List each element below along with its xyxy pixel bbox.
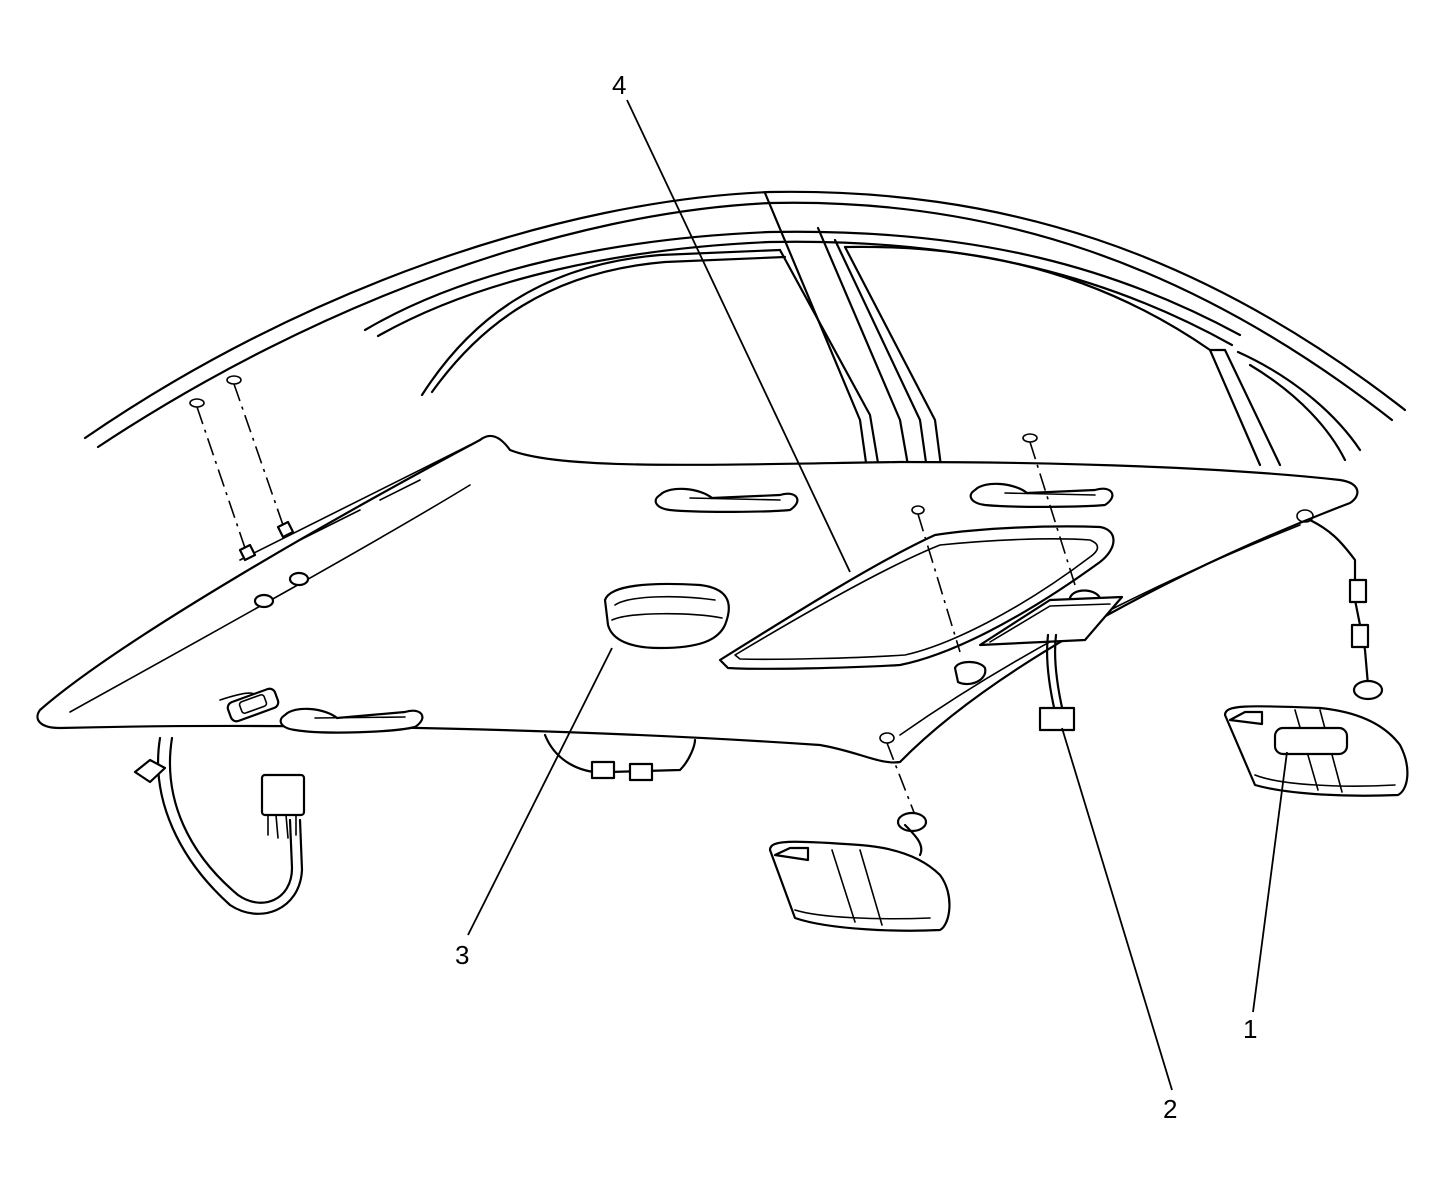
leader-line-1 bbox=[1252, 751, 1288, 1013]
leader-line-3 bbox=[467, 647, 613, 936]
wiring-harness bbox=[133, 518, 1384, 915]
callout-label-2: 2 bbox=[1163, 1094, 1178, 1124]
assist-handle-rear-right bbox=[279, 707, 424, 734]
leader-line-4 bbox=[626, 99, 851, 573]
assist-handle-front-left bbox=[969, 482, 1114, 508]
fasteners bbox=[189, 375, 1314, 816]
sunroof-opening bbox=[718, 525, 1115, 670]
headliner-fixtures bbox=[226, 571, 1124, 723]
callout-label-1: 1 bbox=[1243, 1014, 1258, 1044]
roof-outline bbox=[83, 190, 1407, 507]
assist-handle-rear-left bbox=[654, 487, 799, 513]
rear-dome-lamp bbox=[603, 582, 730, 650]
callout-label-4: 4 bbox=[612, 70, 627, 100]
leader-line-2 bbox=[1061, 727, 1173, 1091]
callout-label-3: 3 bbox=[455, 940, 470, 970]
sunvisor-right bbox=[1223, 705, 1409, 797]
sunvisor-left bbox=[768, 823, 951, 932]
leader-lines bbox=[467, 99, 1288, 1091]
